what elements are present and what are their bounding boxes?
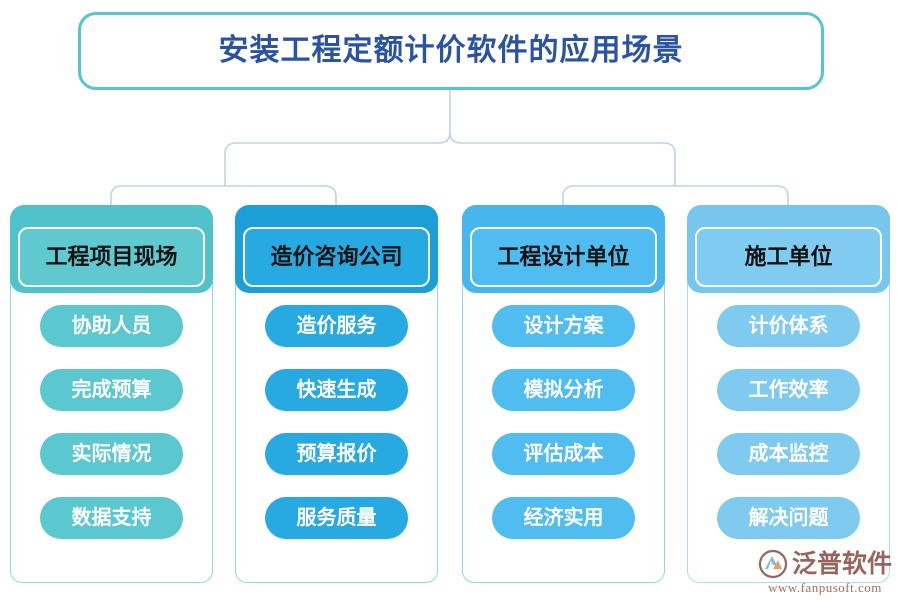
column-header-label: 施工单位: [744, 244, 833, 269]
list-item-label: 成本监控: [748, 443, 829, 465]
list-item-label: 实际情况: [71, 443, 152, 465]
list-item[interactable]: 经济实用: [492, 497, 635, 539]
list-item-label: 快速生成: [296, 379, 377, 401]
column-item-list: 造价服务 快速生成 预算报价 服务质量: [235, 305, 438, 539]
branch-column-4[interactable]: 施工单位 计价体系 工作效率 成本监控 解决问题: [687, 205, 890, 583]
list-item[interactable]: 解决问题: [717, 497, 860, 539]
list-item[interactable]: 完成预算: [40, 369, 183, 411]
list-item[interactable]: 数据支持: [40, 497, 183, 539]
column-header[interactable]: 工程项目现场: [18, 227, 205, 287]
list-item-label: 解决问题: [748, 507, 829, 529]
branch-column-1[interactable]: 工程项目现场 协助人员 完成预算 实际情况 数据支持: [10, 205, 213, 583]
column-header[interactable]: 施工单位: [695, 227, 882, 287]
list-item[interactable]: 工作效率: [717, 369, 860, 411]
list-item-label: 协助人员: [71, 315, 152, 337]
diagram-title-box: 安装工程定额计价软件的应用场景: [78, 12, 824, 90]
list-item[interactable]: 预算报价: [265, 433, 408, 475]
list-item-label: 经济实用: [523, 507, 604, 529]
list-item[interactable]: 成本监控: [717, 433, 860, 475]
list-item[interactable]: 计价体系: [717, 305, 860, 347]
column-header[interactable]: 造价咨询公司: [243, 227, 430, 287]
list-item[interactable]: 造价服务: [265, 305, 408, 347]
list-item[interactable]: 协助人员: [40, 305, 183, 347]
list-item-label: 完成预算: [71, 379, 152, 401]
branch-column-3[interactable]: 工程设计单位 设计方案 模拟分析 评估成本 经济实用: [462, 205, 665, 583]
branch-column-2[interactable]: 造价咨询公司 造价服务 快速生成 预算报价 服务质量: [235, 205, 438, 583]
page-title: 安装工程定额计价软件的应用场景: [218, 34, 684, 67]
column-header[interactable]: 工程设计单位: [470, 227, 657, 287]
column-item-list: 设计方案 模拟分析 评估成本 经济实用: [462, 305, 665, 539]
list-item[interactable]: 模拟分析: [492, 369, 635, 411]
column-header-label: 工程设计单位: [497, 244, 630, 269]
list-item[interactable]: 设计方案: [492, 305, 635, 347]
list-item[interactable]: 实际情况: [40, 433, 183, 475]
list-item-label: 造价服务: [296, 315, 377, 337]
list-item[interactable]: 快速生成: [265, 369, 408, 411]
list-item-label: 评估成本: [523, 443, 604, 465]
list-item-label: 服务质量: [296, 507, 377, 529]
list-item[interactable]: 服务质量: [265, 497, 408, 539]
column-item-list: 协助人员 完成预算 实际情况 数据支持: [10, 305, 213, 539]
list-item[interactable]: 评估成本: [492, 433, 635, 475]
column-header-label: 造价咨询公司: [270, 244, 403, 269]
list-item-label: 数据支持: [71, 507, 152, 529]
list-item-label: 设计方案: [523, 315, 604, 337]
list-item-label: 计价体系: [748, 315, 829, 337]
list-item-label: 预算报价: [296, 443, 377, 465]
column-item-list: 计价体系 工作效率 成本监控 解决问题: [687, 305, 890, 539]
column-header-label: 工程项目现场: [45, 244, 178, 269]
list-item-label: 工作效率: [748, 379, 829, 401]
list-item-label: 模拟分析: [523, 379, 604, 401]
